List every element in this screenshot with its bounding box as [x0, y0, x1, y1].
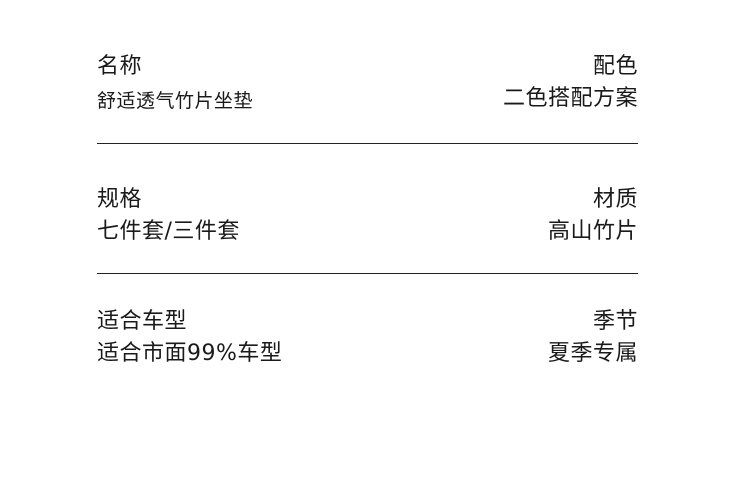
spec-label-material: 材质	[592, 187, 638, 212]
product-spec-table: 名称 舒适透气竹片坐垫 配色 二色搭配方案 规格 七件套/三件套 材质 高山竹片…	[97, 0, 638, 483]
spec-cell-size: 规格 七件套/三件套	[97, 185, 240, 247]
spec-cell-fit: 适合车型 适合市面99%车型	[97, 307, 282, 369]
spec-value-fit: 适合市面99%车型	[97, 341, 283, 366]
spec-label-name: 名称	[97, 54, 143, 79]
spec-cell-season: 季节 夏季专属	[548, 307, 638, 369]
spec-label-size: 规格	[97, 187, 143, 212]
spec-value-name: 舒适透气竹片坐垫	[97, 90, 254, 112]
row-divider	[97, 143, 638, 144]
spec-label-fit: 适合车型	[97, 309, 188, 334]
spec-value-size: 七件套/三件套	[97, 219, 240, 244]
spec-cell-name: 名称 舒适透气竹片坐垫	[97, 52, 253, 116]
spec-cell-material: 材质 高山竹片	[548, 185, 638, 247]
row-divider	[97, 273, 638, 274]
spec-cell-color: 配色 二色搭配方案	[503, 52, 638, 114]
spec-label-color: 配色	[592, 54, 638, 79]
spec-value-color: 二色搭配方案	[502, 86, 638, 111]
spec-label-season: 季节	[592, 309, 638, 334]
spec-value-material: 高山竹片	[547, 219, 638, 244]
spec-value-season: 夏季专属	[547, 341, 638, 366]
